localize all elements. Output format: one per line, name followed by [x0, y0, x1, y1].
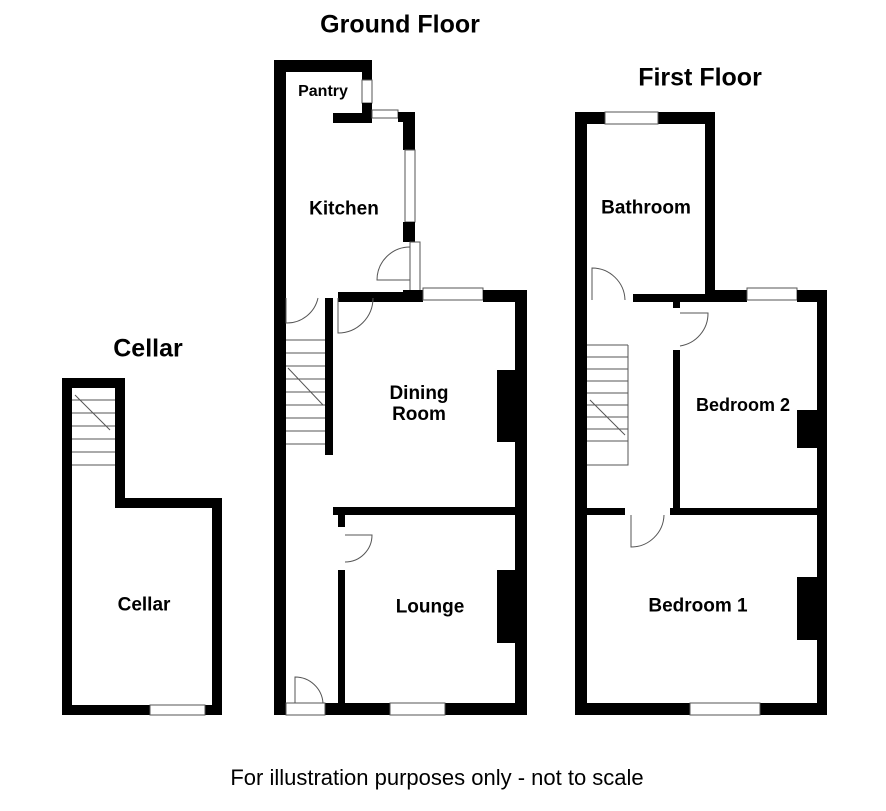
room-label-dining-room: Dining Room — [389, 383, 449, 425]
room-label-bedroom-2: Bedroom 2 — [695, 395, 791, 416]
kitchen-back-door-frame — [409, 241, 421, 293]
first-stairs — [587, 344, 629, 466]
room-label-pantry: Pantry — [298, 83, 348, 101]
first-floor-plan — [575, 111, 827, 716]
room-label-cellar: Cellar — [117, 594, 171, 616]
room-label-kitchen: Kitchen — [309, 198, 379, 220]
lounge-window — [389, 702, 446, 716]
kitchen-window-top — [371, 109, 399, 119]
pantry-window — [361, 79, 373, 104]
room-label-bathroom: Bathroom — [601, 197, 691, 219]
cellar-window — [149, 704, 206, 716]
ground-floor-title: Ground Floor — [320, 10, 480, 39]
dining-window — [422, 287, 484, 301]
disclaimer-footer: For illustration purposes only - not to … — [230, 764, 644, 790]
room-label-bedroom-1: Bedroom 1 — [648, 595, 748, 617]
cellar-stairs — [72, 394, 115, 466]
bedroom1-window — [689, 702, 761, 716]
kitchen-window-side — [404, 149, 416, 223]
ground-floor-plan — [274, 60, 527, 716]
front-door — [285, 702, 326, 716]
cellar-plan — [62, 378, 222, 716]
bedroom2-window — [746, 287, 798, 301]
ground-stairs — [286, 339, 325, 445]
bathroom-window — [604, 111, 659, 125]
first-floor-title: First Floor — [638, 63, 762, 92]
room-label-lounge: Lounge — [395, 596, 465, 618]
cellar-title: Cellar — [113, 334, 183, 363]
